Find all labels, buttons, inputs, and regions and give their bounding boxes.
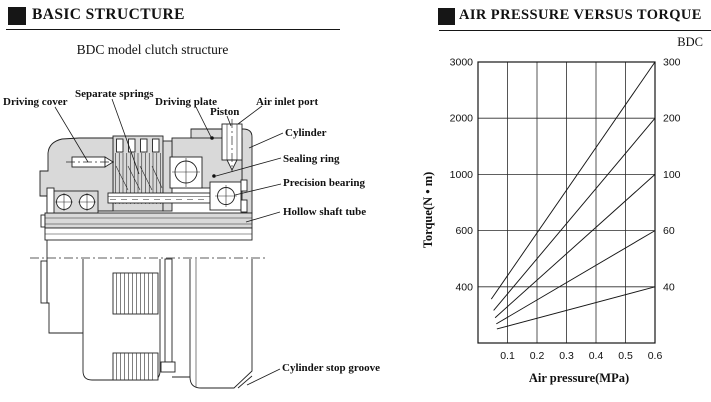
diagram-title: BDC model clutch structure (76, 42, 229, 57)
y-tick-left-3000: 3000 (450, 57, 474, 69)
label-driving-cover: Driving cover (3, 96, 68, 108)
basic-structure-section: BASIC STRUCTURE BDC model clutch structu… (3, 6, 380, 389)
label-air-inlet-port: Air inlet port (256, 96, 318, 108)
y-tick-right-60: 60 (663, 225, 675, 237)
piston-shape (221, 119, 243, 172)
hollow-shaft-tube-shape (40, 212, 253, 241)
x-tick-label-0.6: 0.6 (648, 350, 663, 362)
section-marker-icon (438, 8, 455, 25)
left-section-header: BASIC STRUCTURE (32, 6, 185, 23)
y-axis-title: Torque(N • m) (421, 172, 435, 249)
y-tick-left-1000: 1000 (450, 169, 474, 181)
right-header-rule (439, 30, 711, 31)
label-cylinder-stop-groove: Cylinder stop groove (282, 362, 380, 374)
input-shaft-stub (66, 156, 116, 168)
clutch-cross-section-diagram: Driving cover Separate springs Driving p… (3, 88, 380, 389)
label-precision-bearing: Precision bearing (283, 177, 365, 189)
x-axis-title: Air pressure(MPa) (529, 371, 629, 385)
series-line-torque-400 (496, 286, 656, 330)
chart-model-label: BDC (677, 35, 703, 49)
cylinder-stop-groove-shape (237, 375, 253, 389)
series-line-torque-3000 (490, 61, 656, 300)
friction-plates-shape (107, 192, 211, 204)
y-tick-right-300: 300 (663, 57, 681, 69)
label-hollow-shaft-tube: Hollow shaft tube (283, 206, 366, 218)
label-cylinder: Cylinder (285, 127, 327, 139)
y-tick-left-400: 400 (455, 281, 473, 293)
label-sealing-ring: Sealing ring (283, 153, 340, 165)
leader-lines (54, 98, 284, 386)
series-line-torque-1000 (494, 174, 656, 319)
x-tick-label-0.2: 0.2 (530, 350, 545, 362)
air-pressure-torque-section: AIR PRESSURE VERSUS TORQUE BDC Torque(N … (420, 0, 711, 402)
x-tick-label-0.5: 0.5 (618, 350, 633, 362)
series-line-torque-2000 (493, 117, 656, 311)
right-section-header: AIR PRESSURE VERSUS TORQUE (459, 7, 702, 23)
x-tick-label-0.4: 0.4 (589, 350, 604, 362)
x-tick-label-0.3: 0.3 (559, 350, 574, 362)
upper-bearing-shape (169, 156, 203, 189)
pressure-torque-chart: BDC Torque(N • m) Air pressure(MPa) 0.1 0… (421, 35, 703, 385)
label-driving-plate: Driving plate (155, 96, 217, 108)
y-tick-right-40: 40 (663, 281, 675, 293)
y-tick-right-200: 200 (663, 113, 681, 125)
x-tick-label-0.1: 0.1 (500, 350, 515, 362)
y-tick-left-600: 600 (455, 225, 473, 237)
left-bearing-assembly (46, 187, 99, 214)
precision-bearing-shape (209, 179, 248, 213)
section-marker-icon (8, 7, 26, 25)
y-tick-left-2000: 2000 (450, 113, 474, 125)
label-separate-springs: Separate springs (75, 88, 154, 100)
left-header-rule (6, 29, 340, 30)
plot-border (477, 61, 656, 344)
series-line-torque-600 (496, 230, 656, 325)
lower-cylinder-shape (189, 259, 253, 389)
lower-hub-shape (40, 240, 190, 381)
y-tick-right-100: 100 (663, 169, 681, 181)
label-piston: Piston (210, 106, 239, 118)
